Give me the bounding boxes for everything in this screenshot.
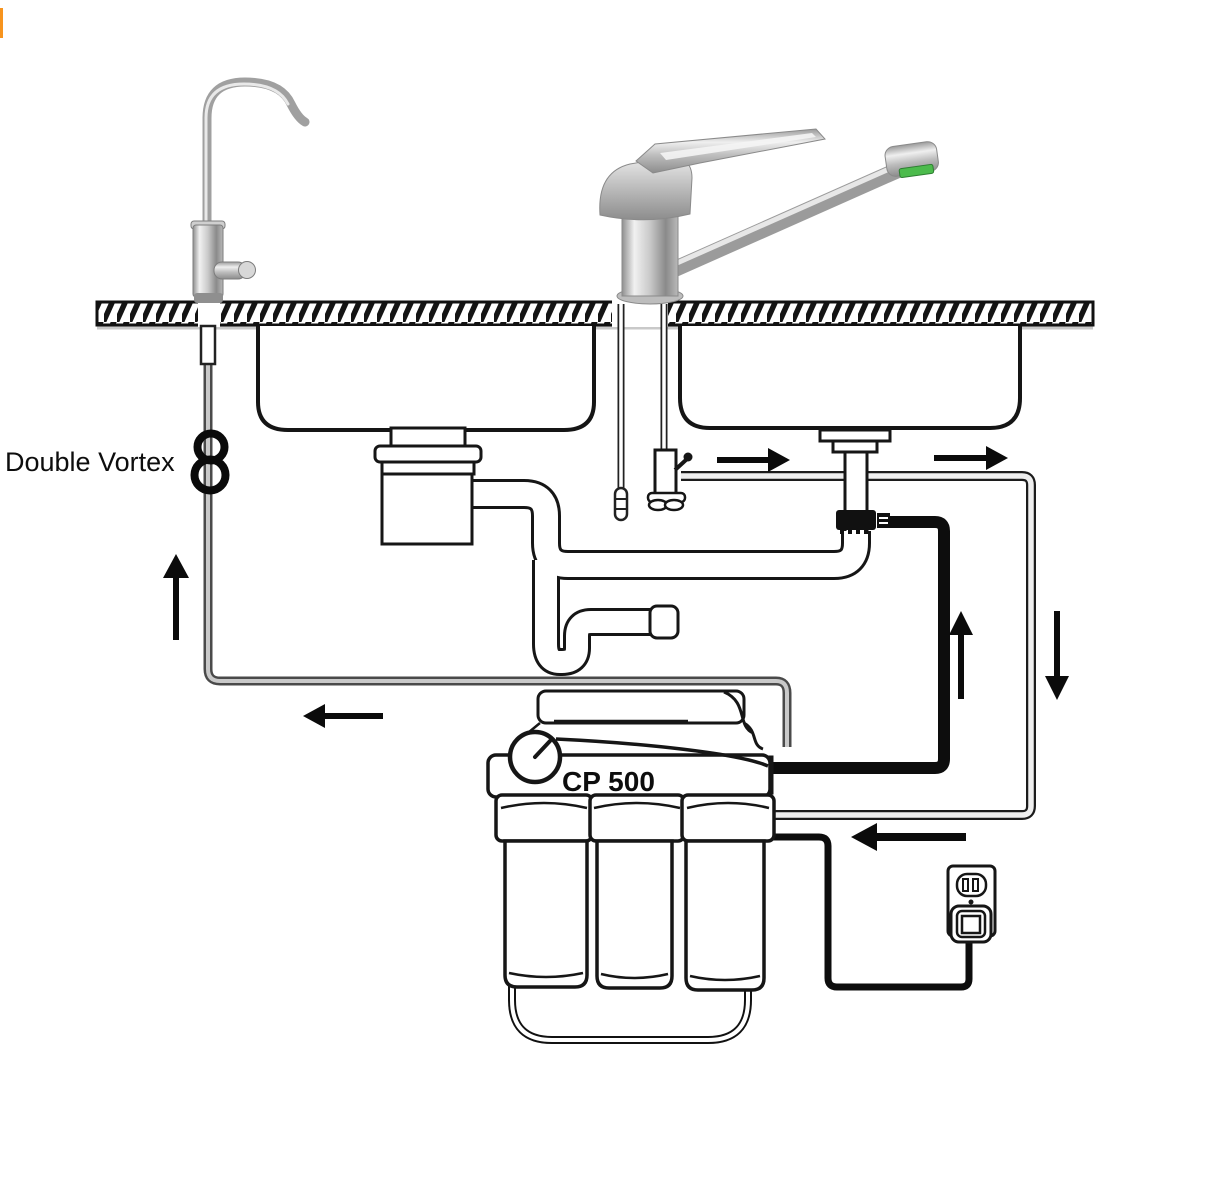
double-vortex-label: Double Vortex (5, 447, 175, 477)
trap-end-cap (648, 604, 680, 640)
faucet-shank (199, 324, 217, 366)
faucet-supply-tube (613, 304, 629, 522)
kitchen-faucet (599, 128, 939, 305)
gauge-needle (533, 739, 552, 759)
filtered-water-pipe (203, 356, 792, 747)
right-drain-flange (818, 428, 892, 454)
faucet-lever (635, 128, 826, 174)
drinking-faucet (190, 77, 310, 366)
drain-saddle-clamp (836, 510, 890, 534)
flow-arrow-up (949, 611, 973, 699)
accent-mark (0, 8, 3, 38)
left-sink (256, 326, 596, 432)
flow-arrow-up (163, 554, 189, 640)
feed-valve (646, 304, 693, 512)
countertop (95, 300, 1095, 330)
counter-hole-drinking-faucet (198, 300, 220, 327)
flow-arrow-right (934, 446, 1008, 470)
filter-model-label: CP 500 (562, 766, 655, 797)
drain-pipes (470, 447, 871, 676)
flow-arrow-left (303, 704, 383, 728)
flow-arrows (163, 446, 1069, 851)
right-sink (678, 326, 1022, 430)
flow-arrow-right (717, 448, 790, 472)
valve-lever (673, 457, 689, 472)
filter-cartridge (503, 839, 589, 989)
filter-bracket (522, 689, 764, 751)
faucet-handle (213, 261, 256, 280)
pressure-gauge (507, 729, 563, 785)
aerator-tip (898, 163, 935, 179)
garbage-disposal (373, 426, 483, 546)
inlet-pipe (681, 471, 1036, 820)
filter-cartridge (684, 839, 766, 992)
flow-arrow-left (851, 823, 966, 851)
outlet-screw (968, 899, 974, 905)
filter-unit: CP 500 (486, 689, 776, 1044)
power-plug (949, 904, 993, 944)
power-cord (744, 833, 973, 991)
flow-arrow-down (1045, 611, 1069, 700)
waste-pipe (770, 516, 950, 774)
filter-cartridge (595, 839, 674, 990)
double-vortex-device (190, 429, 230, 495)
receptacle-top (955, 872, 988, 898)
